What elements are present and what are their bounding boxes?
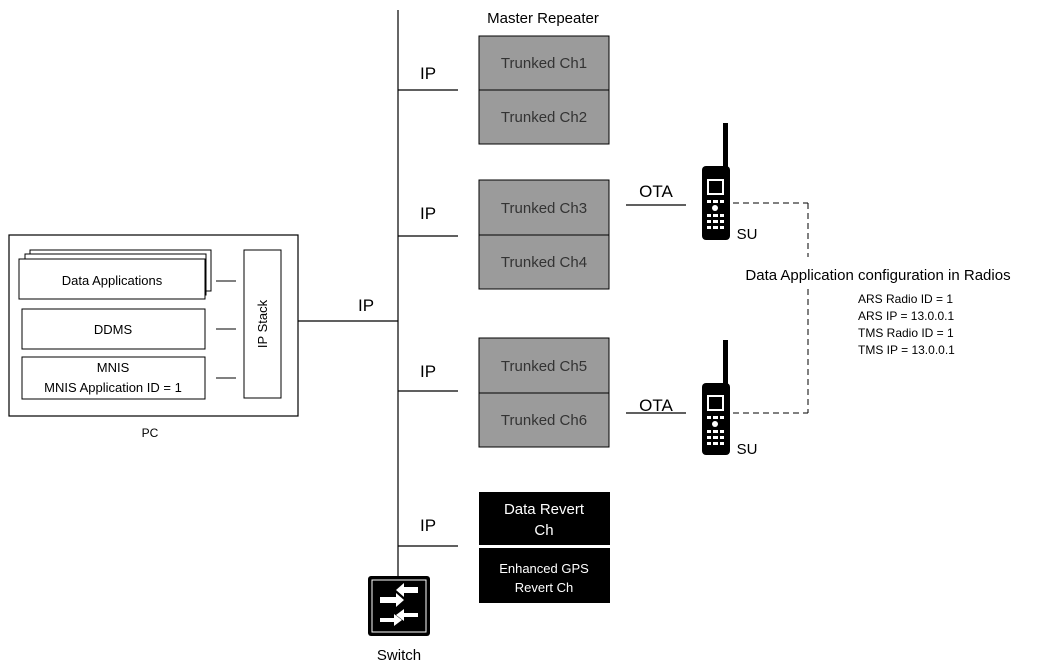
mnis-label: MNIS bbox=[97, 360, 130, 375]
network-lines bbox=[298, 10, 458, 576]
config-bracket bbox=[733, 202, 809, 414]
su-label-1: SU bbox=[737, 226, 758, 243]
ip-label-3: IP bbox=[420, 362, 436, 381]
trunked-ch5-box bbox=[478, 337, 610, 394]
switch-icon bbox=[368, 576, 430, 636]
gps-revert-ch-box bbox=[479, 548, 610, 603]
radio-icon-1 bbox=[702, 123, 730, 240]
gps-revert-ch-label-1: Enhanced GPS bbox=[499, 561, 589, 576]
data-applications-box bbox=[18, 258, 206, 300]
config-line-3: TMS Radio ID = 1 bbox=[858, 326, 954, 340]
ota-label-1: OTA bbox=[639, 182, 673, 201]
trunked-ch2-box bbox=[478, 89, 610, 145]
mnis-box bbox=[21, 356, 206, 400]
ip-label-2: IP bbox=[420, 204, 436, 223]
trunked-ch1-label: Trunked Ch1 bbox=[501, 55, 587, 72]
data-revert-ch-box bbox=[479, 492, 610, 545]
switch-label: Switch bbox=[377, 647, 421, 664]
trunked-ch1-box bbox=[478, 35, 610, 91]
ddms-label: DDMS bbox=[94, 322, 133, 337]
ip-stack-label: IP Stack bbox=[255, 299, 270, 348]
data-revert-ch-label-1: Data Revert bbox=[504, 501, 585, 518]
ip-label-1: IP bbox=[420, 64, 436, 83]
trunked-ch4-label: Trunked Ch4 bbox=[501, 254, 587, 271]
ip-stack-box bbox=[243, 249, 282, 399]
ddms-box bbox=[21, 308, 206, 350]
trunked-ch5-label: Trunked Ch5 bbox=[501, 358, 587, 375]
su-label-2: SU bbox=[737, 441, 758, 458]
trunked-ch4-box bbox=[478, 234, 610, 290]
pc-label: PC bbox=[142, 426, 159, 440]
trunked-ch6-label: Trunked Ch6 bbox=[501, 412, 587, 429]
config-line-4: TMS IP = 13.0.0.1 bbox=[858, 343, 955, 357]
config-title: Data Application configuration in Radios bbox=[745, 267, 1010, 284]
radio-icon-2 bbox=[702, 340, 730, 455]
trunked-channels: Trunked Ch1 Trunked Ch2 Trunked Ch3 Trun… bbox=[478, 35, 610, 448]
trunked-ch2-label: Trunked Ch2 bbox=[501, 109, 587, 126]
trunked-ch3-label: Trunked Ch3 bbox=[501, 200, 587, 217]
pc-ip-label: IP bbox=[358, 296, 374, 315]
ota-label-2: OTA bbox=[639, 396, 673, 415]
data-applications-label: Data Applications bbox=[62, 273, 163, 288]
trunked-ch6-box bbox=[478, 392, 610, 448]
data-revert-ch-label-2: Ch bbox=[534, 522, 553, 539]
revert-channels: Data Revert Ch Enhanced GPS Revert Ch bbox=[479, 492, 610, 603]
ip-label-4: IP bbox=[420, 516, 436, 535]
pc-block: Data Applications DDMS MNIS MNIS Applica… bbox=[8, 234, 299, 440]
trunked-ch3-box bbox=[478, 179, 610, 236]
config-line-1: ARS Radio ID = 1 bbox=[858, 292, 953, 306]
master-repeater-title: Master Repeater bbox=[487, 10, 599, 27]
config-line-2: ARS IP = 13.0.0.1 bbox=[858, 309, 955, 323]
gps-revert-ch-label-2: Revert Ch bbox=[515, 580, 574, 595]
mnis-app-id-label: MNIS Application ID = 1 bbox=[44, 380, 182, 395]
